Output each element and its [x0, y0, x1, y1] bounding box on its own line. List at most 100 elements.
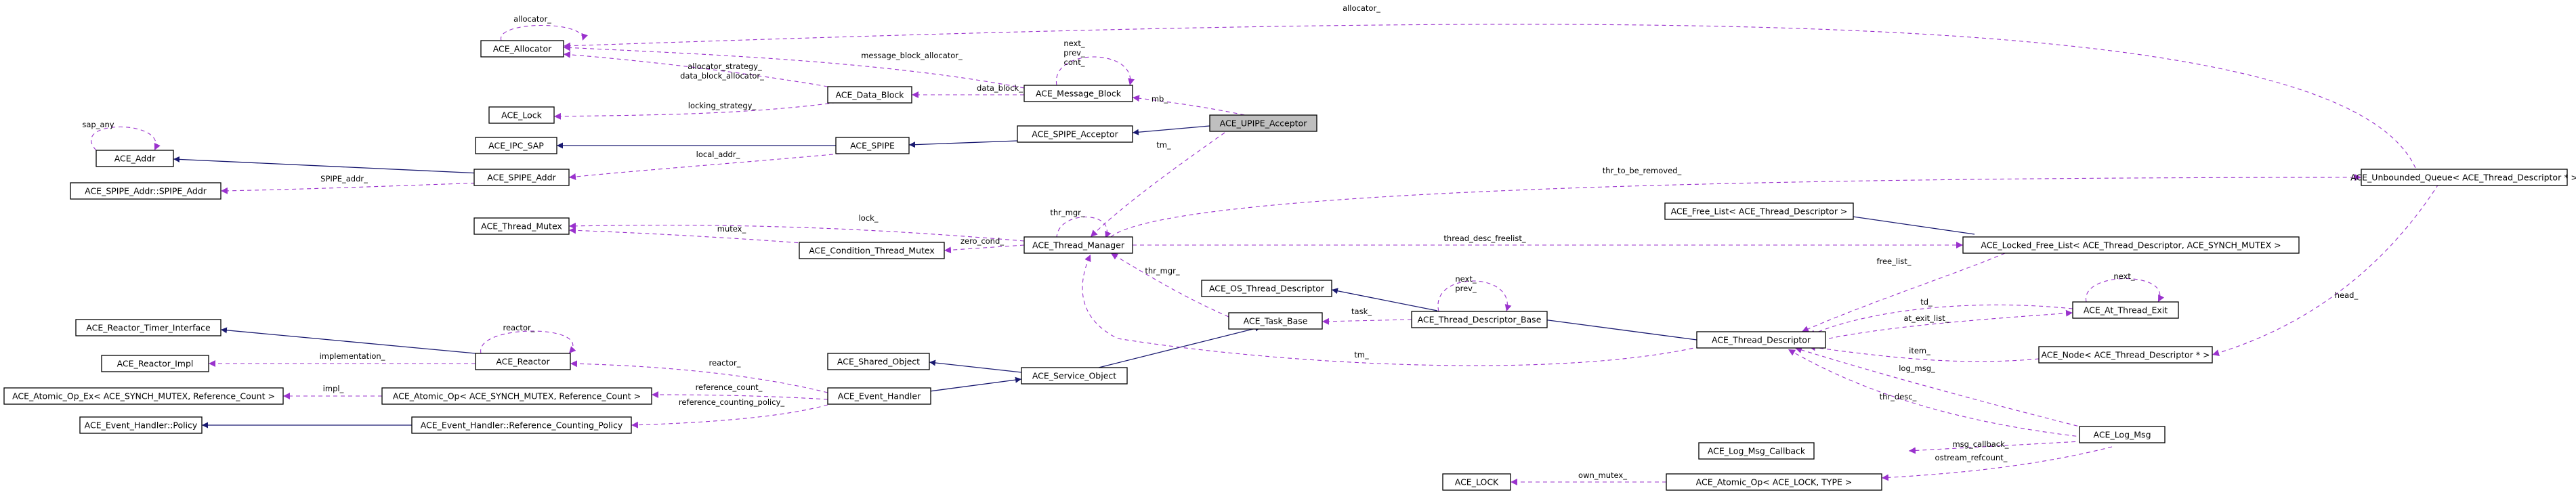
- node-data-block-label: ACE_Data_Block: [835, 90, 904, 100]
- label-thr-desc: thr_desc_: [1880, 392, 1917, 401]
- node-locked-free-list[interactable]: ACE_Locked_Free_List< ACE_Thread_Descrip…: [1962, 236, 2300, 254]
- node-condition-thread-mutex[interactable]: ACE_Condition_Thread_Mutex: [799, 242, 945, 259]
- node-thread-descriptor-base[interactable]: ACE_Thread_Descriptor_Base: [1411, 311, 1548, 328]
- node-unbounded-queue-label: ACE_Unbounded_Queue< ACE_Thread_Descript…: [2350, 173, 2576, 183]
- node-thread-descriptor-label: ACE_Thread_Descriptor: [1712, 335, 1811, 345]
- node-node[interactable]: ACE_Node< ACE_Thread_Descriptor * >: [2038, 346, 2213, 364]
- node-shared-object-label: ACE_Shared_Object: [837, 357, 920, 367]
- node-atomic-op-ex[interactable]: ACE_Atomic_Op_Ex< ACE_SYNCH_MUTEX, Refer…: [3, 387, 284, 405]
- label-tm2: tm_: [1354, 350, 1369, 359]
- node-event-handler[interactable]: ACE_Event_Handler: [827, 387, 931, 405]
- node-data-block[interactable]: ACE_Data_Block: [827, 86, 912, 104]
- label-reference-counting-policy: reference_counting_policy_: [679, 397, 784, 407]
- label-allocator-strategy: allocator_strategy_: [688, 62, 762, 71]
- node-task-base-label: ACE_Task_Base: [1244, 316, 1308, 326]
- label-allocator-self: allocator_: [513, 14, 551, 24]
- node-log-msg-callback[interactable]: ACE_Log_Msg_Callback: [1698, 442, 1815, 460]
- edge-allocator-from-data-block: [563, 51, 828, 87]
- label-mutex: mutex_: [717, 224, 746, 234]
- label-task: task_: [1351, 307, 1372, 316]
- label-log-msg: log_msg_: [1899, 364, 1935, 373]
- label-reference-count: reference_count_: [696, 382, 763, 392]
- node-service-object[interactable]: ACE_Service_Object: [1021, 367, 1128, 385]
- node-spipe-addr-inner[interactable]: ACE_SPIPE_Addr::SPIPE_Addr: [70, 182, 221, 200]
- label-td: td_: [1920, 297, 1933, 307]
- node-message-block[interactable]: ACE_Message_Block: [1023, 85, 1133, 102]
- node-thread-manager-label: ACE_Thread_Manager: [1032, 240, 1125, 250]
- edge-thread-descriptor-from-log-msg-2: [1788, 349, 2114, 441]
- label-data-block: data_block_: [977, 83, 1023, 93]
- node-reactor[interactable]: ACE_Reactor: [475, 353, 571, 370]
- node-atomic-op-ex-label: ACE_Atomic_Op_Ex< ACE_SYNCH_MUTEX, Refer…: [12, 391, 275, 401]
- node-reactor-label: ACE_Reactor: [496, 357, 550, 367]
- label-free-list: free_list_: [1876, 257, 1911, 266]
- node-task-base[interactable]: ACE_Task_Base: [1228, 312, 1323, 330]
- edge-thread-descriptor-from-log-msg-1: [1794, 347, 2107, 434]
- node-spipe[interactable]: ACE_SPIPE: [835, 137, 910, 154]
- node-thread-mutex[interactable]: ACE_Thread_Mutex: [473, 217, 570, 235]
- node-service-object-label: ACE_Service_Object: [1032, 371, 1116, 381]
- node-spipe-label: ACE_SPIPE: [850, 141, 895, 151]
- label-thr-to-be-removed: thr_to_be_removed_: [1603, 166, 1682, 175]
- label-reactor: reactor_: [503, 323, 535, 332]
- label-mb: mb_: [1152, 94, 1168, 104]
- node-addr[interactable]: ACE_Addr: [96, 150, 174, 167]
- node-unbounded-queue[interactable]: ACE_Unbounded_Queue< ACE_Thread_Descript…: [2350, 169, 2576, 186]
- node-atomic-op-lock[interactable]: ACE_Atomic_Op< ACE_LOCK, TYPE >: [1666, 473, 1882, 491]
- node-log-msg[interactable]: ACE_Log_Msg: [2079, 426, 2166, 443]
- label-zero-cond: zero_cond_: [960, 236, 1004, 246]
- node-lock[interactable]: ACE_Lock: [488, 106, 555, 124]
- node-reactor-impl[interactable]: ACE_Reactor_Impl: [101, 355, 209, 372]
- edge-node-from-unbounded-queue: [2212, 183, 2439, 356]
- label-thr-mgr2: thr_mgr_: [1145, 266, 1180, 276]
- edge-atomic-op-lock-from-log-msg: [1881, 446, 2113, 481]
- edge-allocator-self: [501, 25, 588, 41]
- label-thread-desc-freelist: thread_desc_freelist_: [1443, 234, 1525, 243]
- label-prev: prev_: [1063, 48, 1085, 58]
- node-shared-object[interactable]: ACE_Shared_Object: [827, 353, 930, 370]
- label-ostream-refcount: ostream_refcount_: [1935, 453, 2008, 462]
- node-ipc-sap[interactable]: ACE_IPC_SAP: [475, 137, 557, 154]
- label-spipe-addr: SPIPE_addr_: [320, 174, 368, 183]
- node-atomic-op-ref[interactable]: ACE_Atomic_Op< ACE_SYNCH_MUTEX, Referenc…: [381, 387, 652, 405]
- node-event-handler-policy-label: ACE_Event_Handler::Policy: [85, 420, 198, 431]
- edge-thread-descriptor-from-node: [1808, 344, 2040, 362]
- edge-thread-mutex-from-condition: [568, 227, 828, 246]
- node-spipe-addr[interactable]: ACE_SPIPE_Addr: [473, 169, 570, 186]
- node-allocator[interactable]: ACE_Allocator: [480, 40, 564, 58]
- node-free-list[interactable]: ACE_Free_List< ACE_Thread_Descriptor >: [1664, 202, 1854, 220]
- node-os-thread-descriptor[interactable]: ACE_OS_Thread_Descriptor: [1201, 280, 1332, 297]
- edge-reactor-to-timer-interface: [220, 327, 476, 354]
- node-event-handler-rcp[interactable]: ACE_Event_Handler::Reference_Counting_Po…: [411, 416, 632, 434]
- label-td-prev: prev_: [1455, 284, 1477, 293]
- edge-reactor-self: [480, 330, 576, 354]
- label-item: item_: [1909, 346, 1930, 355]
- node-free-list-label: ACE_Free_List< ACE_Thread_Descriptor >: [1671, 206, 1848, 217]
- node-thread-manager[interactable]: ACE_Thread_Manager: [1023, 236, 1133, 254]
- edge-upipe-to-spipe-acceptor: [1132, 125, 1210, 135]
- node-at-thread-exit[interactable]: ACE_At_Thread_Exit: [2072, 301, 2179, 319]
- label-message-block-allocator: message_block_allocator_: [861, 51, 963, 60]
- edge-thread-manager-self: [1056, 216, 1112, 239]
- edge-thread-descriptor-from-at-thread-exit: [1808, 304, 2073, 336]
- label-reactor2: reactor_: [709, 358, 741, 368]
- node-lock-label: ACE_Lock: [501, 110, 542, 121]
- node-upipe-acceptor[interactable]: ACE_UPIPE_Acceptor: [1209, 114, 1317, 132]
- node-ipc-sap-label: ACE_IPC_SAP: [488, 141, 544, 151]
- node-ace-lock[interactable]: ACE_LOCK: [1442, 473, 1511, 491]
- edge-thread-manager-from-task-base: [1110, 253, 1229, 318]
- edge-spipe-addr-inner-from-spipe-addr: [220, 182, 483, 194]
- node-thread-descriptor[interactable]: ACE_Thread_Descriptor: [1696, 331, 1826, 349]
- node-ace-lock-label: ACE_LOCK: [1455, 477, 1499, 487]
- node-reactor-timer-interface[interactable]: ACE_Reactor_Timer_Interface: [75, 319, 221, 336]
- node-thread-mutex-label: ACE_Thread_Mutex: [481, 221, 562, 232]
- label-locking-strategy: locking_strategy_: [688, 101, 757, 110]
- node-spipe-addr-label: ACE_SPIPE_Addr: [487, 173, 556, 183]
- node-event-handler-policy[interactable]: ACE_Event_Handler::Policy: [79, 416, 203, 434]
- edge-thread-descriptor-from-locked-free-list: [1801, 253, 2006, 332]
- edge-condition-from-thread-manager: [944, 244, 1025, 254]
- node-spipe-acceptor[interactable]: ACE_SPIPE_Acceptor: [1017, 125, 1133, 143]
- node-spipe-acceptor-label: ACE_SPIPE_Acceptor: [1032, 129, 1118, 139]
- label-local-addr: local_addr_: [696, 150, 740, 159]
